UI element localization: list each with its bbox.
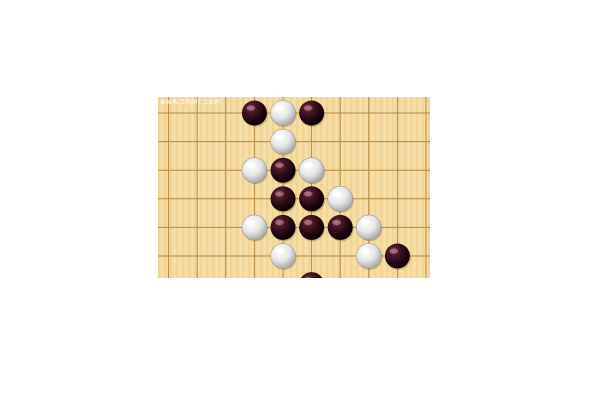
white-stone: [241, 157, 268, 185]
black-stone: [299, 214, 326, 242]
black-stone: [384, 243, 411, 270]
black-stone: [270, 157, 297, 185]
white-stone: [356, 243, 383, 270]
white-stone: [356, 214, 383, 242]
white-stone: [298, 157, 326, 185]
black-stone: [270, 214, 297, 242]
white-stone: [327, 186, 354, 213]
board-grid[interactable]: [158, 97, 430, 278]
watermark-text: www.58pic.com: [160, 98, 222, 106]
black-stone: [241, 100, 268, 127]
gomoku-board[interactable]: www.58pic.com: [158, 97, 430, 278]
black-stone: [299, 186, 326, 213]
black-stone: [299, 100, 326, 127]
white-stone: [270, 128, 297, 156]
white-stone: [270, 100, 297, 127]
board-background: [158, 97, 430, 278]
stones-layer: [241, 100, 411, 278]
white-stone: [270, 243, 297, 270]
black-stone: [270, 186, 297, 213]
black-stone: [300, 272, 323, 278]
white-stone: [241, 214, 268, 242]
black-stone: [327, 214, 354, 242]
